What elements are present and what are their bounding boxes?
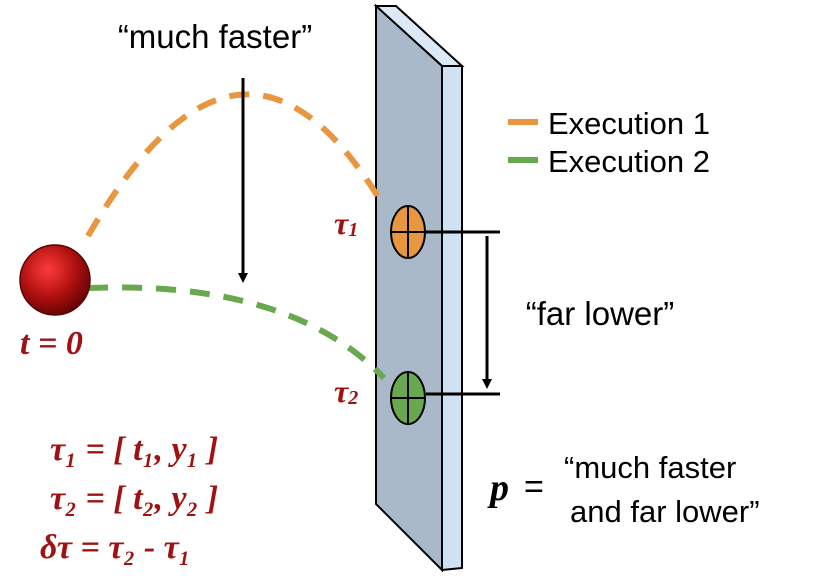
property-line-2: and far lower” <box>570 494 760 529</box>
t0-label: t = 0 <box>20 325 83 362</box>
equations: τ₁ = [ t₁, y₁ ] τ₂ = [ t₂, y₂ ] δτ = τ₂ … <box>40 431 218 566</box>
much-faster-label: “much faster” <box>118 18 312 55</box>
wall-panel-front <box>375 3 443 573</box>
impact-point-1-icon <box>390 205 426 259</box>
execution-2-trajectory <box>87 284 387 381</box>
tau1-label: τ1 <box>334 205 358 241</box>
legend: Execution 1 Execution 2 <box>508 106 710 179</box>
tau2-label: τ2 <box>334 373 358 409</box>
far-lower-label: “far lower” <box>526 295 675 332</box>
equation-3: δτ = τ₂ - τ₁ <box>40 529 191 566</box>
impact-point-2-icon <box>390 371 426 425</box>
start-ball <box>19 244 91 316</box>
execution-1-trajectory <box>85 91 383 238</box>
equation-2: τ₂ = [ t₂, y₂ ] <box>50 480 218 517</box>
property-symbol: p <box>487 467 509 509</box>
property-line-1: “much faster <box>564 450 736 485</box>
legend-label-execution-2: Execution 2 <box>548 144 710 179</box>
wall-panel-side <box>441 65 463 572</box>
wall-panel <box>373 3 465 573</box>
property-equals: = <box>524 468 544 506</box>
legend-label-execution-1: Execution 1 <box>548 106 710 141</box>
equation-1: τ₁ = [ t₁, y₁ ] <box>50 431 218 468</box>
property-definition: p = “much faster and far lower” <box>487 450 760 529</box>
